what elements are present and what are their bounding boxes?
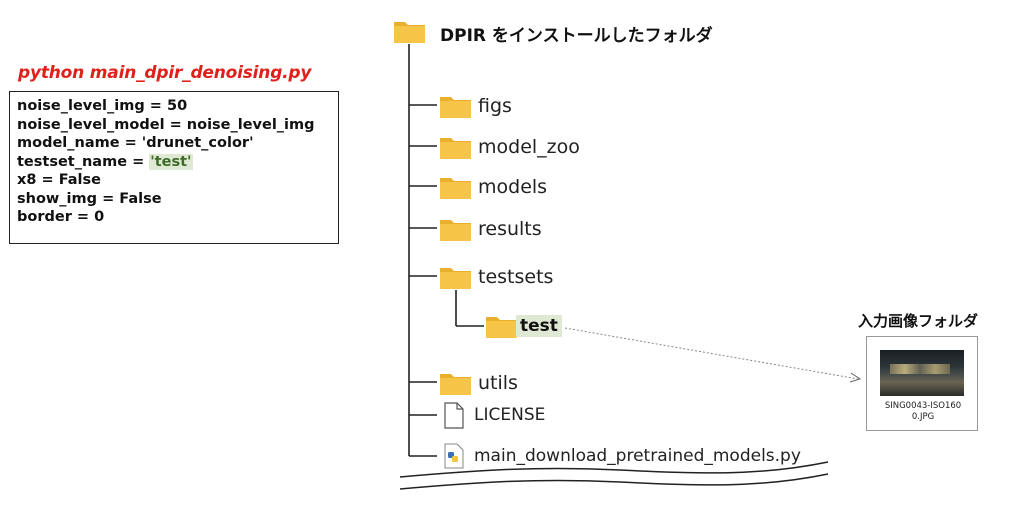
continuation-waves	[399, 461, 829, 490]
folder-icon	[486, 317, 517, 338]
dotted-arrow	[564, 327, 862, 383]
file-icon	[444, 402, 464, 429]
folder-label-figs[interactable]: figs	[478, 95, 512, 117]
folder-icon	[440, 138, 471, 159]
code-line: noise_level_img = 50	[17, 98, 188, 114]
root-folder-label: DPIR をインストールしたフォルダ	[440, 26, 713, 46]
folder-label-models[interactable]: models	[478, 176, 548, 198]
folder-icon	[440, 374, 471, 395]
python-file-icon	[444, 443, 464, 469]
input-folder-title: 入力画像フォルダ	[858, 312, 979, 330]
folder-icon	[440, 97, 471, 118]
file-label-license[interactable]: LICENSE	[474, 405, 546, 425]
code-line: show_img = False	[17, 190, 162, 207]
code-box: noise_level_img = 50 noise_level_model =…	[9, 91, 339, 244]
folder-icon	[440, 178, 471, 199]
folder-label-testsets[interactable]: testsets	[478, 266, 554, 288]
image-file-tile[interactable]: SING0043-ISO160 0.JPG	[866, 336, 978, 431]
folder-label-utils[interactable]: utils	[478, 372, 518, 394]
code-line: x8 = False	[17, 172, 101, 188]
testset-highlight: 'test'	[149, 153, 193, 170]
folder-icon	[394, 22, 425, 43]
folder-icon	[440, 268, 471, 289]
command-title: python main_dpir_denoising.py	[18, 63, 312, 83]
code-line: model_name = 'drunet_color'	[17, 135, 254, 151]
file-label-python[interactable]: main_download_pretrained_models.py	[474, 446, 801, 466]
folder-label-test[interactable]: test	[516, 315, 562, 337]
folder-label-model-zoo[interactable]: model_zoo	[478, 136, 580, 158]
image-file-name: SING0043-ISO160 0.JPG	[884, 401, 962, 422]
code-line: border = 0	[17, 209, 105, 225]
code-line: noise_level_model = noise_level_img	[17, 116, 315, 133]
image-thumbnail	[880, 350, 964, 396]
folder-label-results[interactable]: results	[478, 218, 542, 240]
code-line: testset_name = 'test'	[17, 153, 193, 170]
folder-icon	[440, 220, 471, 241]
